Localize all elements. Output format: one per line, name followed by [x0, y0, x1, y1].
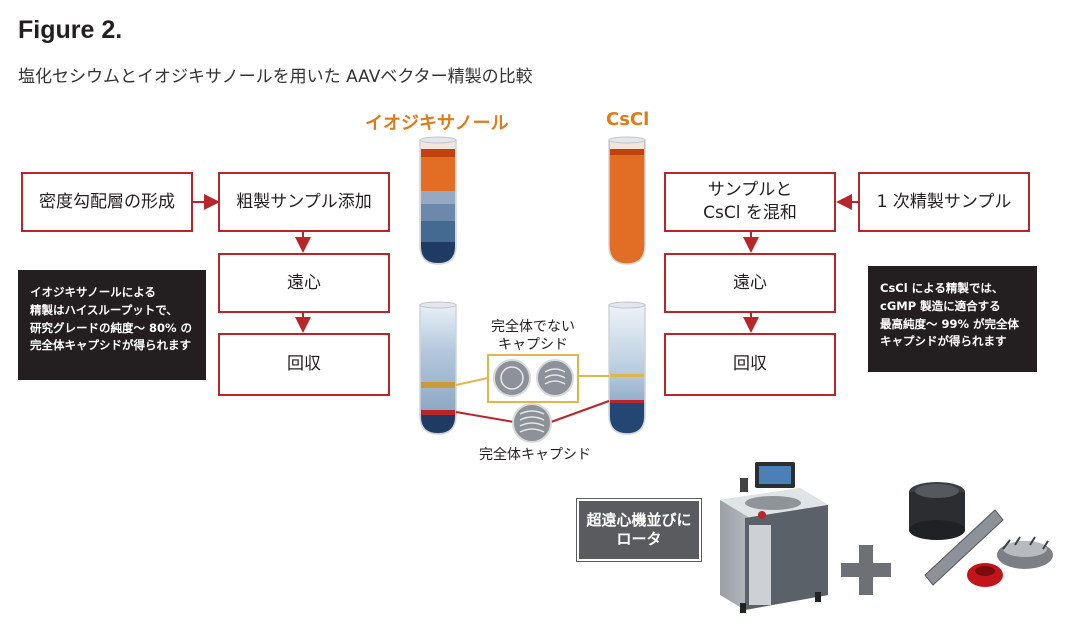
left-collect-box: 回収: [218, 333, 390, 396]
capsid-connectors: [455, 375, 610, 423]
primary-sample-box: 1 次精製サンプル: [858, 172, 1030, 232]
left-flow-arrows: [193, 194, 311, 333]
rotors-image: [909, 482, 1053, 587]
incomplete-capsid-label: 完全体でない キャプシド: [491, 319, 575, 354]
figure-title: Figure 2.: [18, 16, 123, 44]
complete-capsid: [512, 403, 552, 443]
cscl-note: CsCl による精製では、 cGMP 製造に適合する 最高純度～ 99% が完全…: [868, 266, 1037, 372]
right-flow-arrows: [743, 194, 858, 333]
complete-capsid-label: 完全体キャプシド: [479, 447, 591, 463]
iodixanol-note: イオジキサノールによる 精製はハイスループットで、 研究グレードの純度～ 80%…: [18, 270, 206, 380]
ultracentrifuge-image: [720, 462, 828, 613]
cscl-label: CsCl: [606, 109, 650, 130]
right-centrifuge-box: 遠心: [664, 253, 836, 313]
sample-cscl-mix-box: サンプルと CsCl を混和: [664, 172, 836, 232]
incomplete-capsids-box: [487, 354, 579, 403]
iodixanol-label: イオジキサノール: [365, 113, 509, 134]
iodixanol-tube-before: [419, 136, 457, 265]
ultracentrifuge-rotor-label: 超遠心機並びに ロータ: [576, 498, 702, 562]
crude-sample-add-box: 粗製サンプル添加: [218, 172, 390, 232]
left-centrifuge-box: 遠心: [218, 253, 390, 313]
right-collect-box: 回収: [664, 333, 836, 396]
cscl-tube-before: [608, 136, 646, 265]
plus-icon: [841, 545, 891, 595]
iodixanol-tube-after: [419, 301, 457, 435]
cscl-tube-after: [608, 301, 646, 435]
figure-subtitle: 塩化セシウムとイオジキサノールを用いた AAVベクター精製の比較: [18, 67, 533, 87]
gradient-formation-box: 密度勾配層の形成: [21, 172, 193, 232]
